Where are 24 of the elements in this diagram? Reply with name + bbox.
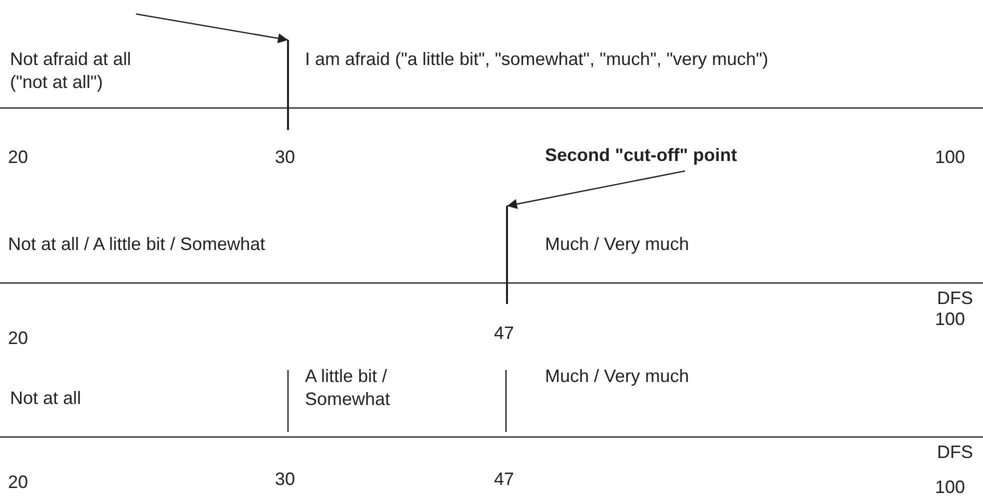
- scale-label: Not at all / A little bit / Somewhat: [8, 233, 266, 256]
- scale-label: 47: [494, 322, 514, 345]
- scale-label: Much / Very much: [545, 365, 690, 388]
- scale-label: Much / Very much: [545, 233, 690, 256]
- scale-label: DFS: [937, 441, 973, 464]
- cut-off-tick: [506, 206, 508, 304]
- scale-label: Not afraid at all ("not at all"): [10, 48, 132, 94]
- scale-label: 47: [494, 468, 514, 491]
- cut-off-label: Second "cut-off" point: [545, 144, 738, 167]
- scale-label: 20: [8, 146, 28, 169]
- scale-label: Not at all: [10, 387, 82, 410]
- scale-label: DFS: [937, 287, 973, 310]
- scale-label: 100: [935, 476, 966, 498]
- scale-label: 100: [935, 146, 966, 169]
- scale-label: 20: [8, 327, 28, 350]
- leader-arrow: [506, 170, 686, 209]
- cut-off-tick: [287, 40, 288, 130]
- scale-label: 20: [8, 471, 28, 494]
- leader-arrow: [136, 13, 288, 44]
- scale-label: A little bit / Somewhat: [305, 365, 392, 411]
- scale-label: 30: [275, 146, 296, 169]
- scale-label: 30: [275, 468, 296, 491]
- scale-label: 100: [935, 308, 966, 331]
- scale-label: I am afraid ("a little bit", "somewhat", "much", "very much"): [305, 48, 768, 71]
